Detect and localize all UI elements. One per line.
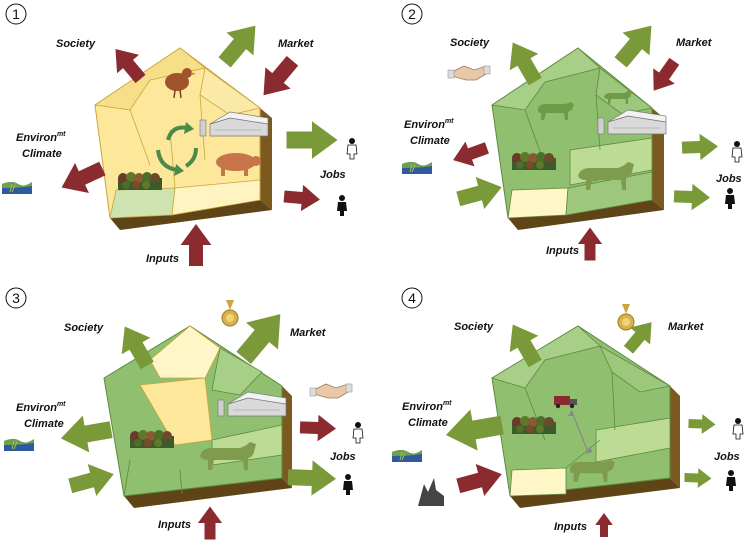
- panel-number-badge: [401, 287, 423, 309]
- panel-number: 3: [12, 290, 20, 306]
- inputs-arrow: [197, 506, 223, 540]
- jobs-arrow-lower: [673, 183, 711, 211]
- worker-icon: [732, 417, 744, 440]
- environment-label: Environmt: [404, 118, 454, 131]
- market-in-arrow: [642, 53, 686, 99]
- jobs-label: Jobs: [714, 451, 740, 463]
- inflow-arrow: [453, 458, 507, 502]
- climate-label: Climate: [24, 418, 64, 430]
- jobs-label: Jobs: [320, 169, 346, 181]
- worker-icon: [725, 188, 735, 209]
- panel-4: 4 Society Market Environmt Climate Jobs …: [391, 287, 744, 537]
- environment-arrow: [54, 153, 110, 203]
- environment-label: Environmt: [16, 131, 66, 144]
- jobs-label: Jobs: [716, 173, 742, 185]
- panel-number: 4: [408, 290, 416, 306]
- inputs-label: Inputs: [546, 245, 579, 257]
- panel-number: 1: [12, 6, 20, 22]
- market-label: Market: [668, 321, 705, 333]
- medal-icon: [221, 300, 239, 327]
- panel-2: 2 Society Market Environmt Climate Jobs …: [401, 3, 743, 261]
- environment-icon: [1, 177, 33, 195]
- truck-icon: [554, 396, 577, 409]
- environment-arrow: [442, 404, 506, 456]
- inputs-arrow: [180, 224, 212, 266]
- market-label: Market: [278, 38, 315, 50]
- worker-icon: [337, 195, 347, 216]
- inputs-arrow: [577, 227, 603, 261]
- worker-icon: [731, 140, 743, 163]
- jobs-arrow-lower: [282, 183, 322, 213]
- wolf-icon: [418, 478, 444, 506]
- inputs-label: Inputs: [158, 519, 191, 531]
- pig-icon: [216, 153, 261, 176]
- society-label: Society: [450, 37, 490, 49]
- environment-icon: [3, 434, 35, 452]
- inputs-arrow: [595, 513, 613, 537]
- jobs-label: Jobs: [330, 451, 356, 463]
- environment-label: Environmt: [402, 400, 452, 413]
- jobs-arrow-upper: [286, 121, 338, 159]
- handshake-icon: [309, 383, 353, 399]
- market-label: Market: [676, 37, 713, 49]
- medal-icon: [617, 304, 635, 331]
- jobs-arrow-lower: [287, 459, 337, 497]
- inputs-label: Inputs: [554, 521, 587, 533]
- chicken-icon: [159, 68, 196, 99]
- climate-label: Climate: [408, 417, 448, 429]
- society-label: Society: [64, 322, 104, 334]
- environment-icon: [391, 445, 423, 463]
- jobs-arrow-upper: [688, 413, 716, 435]
- market-out-arrow: [211, 14, 269, 74]
- environment-label: Environmt: [16, 401, 66, 414]
- climate-label: Climate: [410, 135, 450, 147]
- inflow-arrow: [453, 171, 507, 215]
- panel-1: 1 Society Market Environmt Climate Jobs …: [1, 3, 358, 266]
- jobs-arrow-upper: [681, 133, 719, 161]
- panel-3: 3 Society Market Environmt Climate Jobs …: [3, 287, 364, 540]
- environment-arrow: [57, 411, 115, 457]
- panel-number-badge: [5, 3, 27, 25]
- worker-icon: [343, 474, 353, 495]
- handshake-icon: [447, 65, 491, 81]
- panel-number-badge: [5, 287, 27, 309]
- panel-number: 2: [408, 6, 416, 22]
- worker-icon: [726, 470, 736, 491]
- link-arrow: [571, 411, 589, 453]
- worker-icon: [346, 137, 358, 160]
- market-label: Market: [290, 327, 327, 339]
- society-label: Society: [454, 321, 494, 333]
- inputs-label: Inputs: [146, 253, 179, 265]
- environment-arrow: [448, 135, 492, 173]
- jobs-arrow-upper: [299, 414, 337, 442]
- society-label: Society: [56, 38, 96, 50]
- environment-icon: [401, 157, 433, 175]
- market-out-arrow: [607, 14, 665, 74]
- inflow-arrow: [65, 458, 119, 502]
- panel-number-badge: [401, 3, 423, 25]
- jobs-arrow-lower: [684, 467, 712, 489]
- market-in-arrow: [250, 50, 306, 106]
- worker-icon: [352, 421, 364, 444]
- climate-label: Climate: [22, 148, 62, 160]
